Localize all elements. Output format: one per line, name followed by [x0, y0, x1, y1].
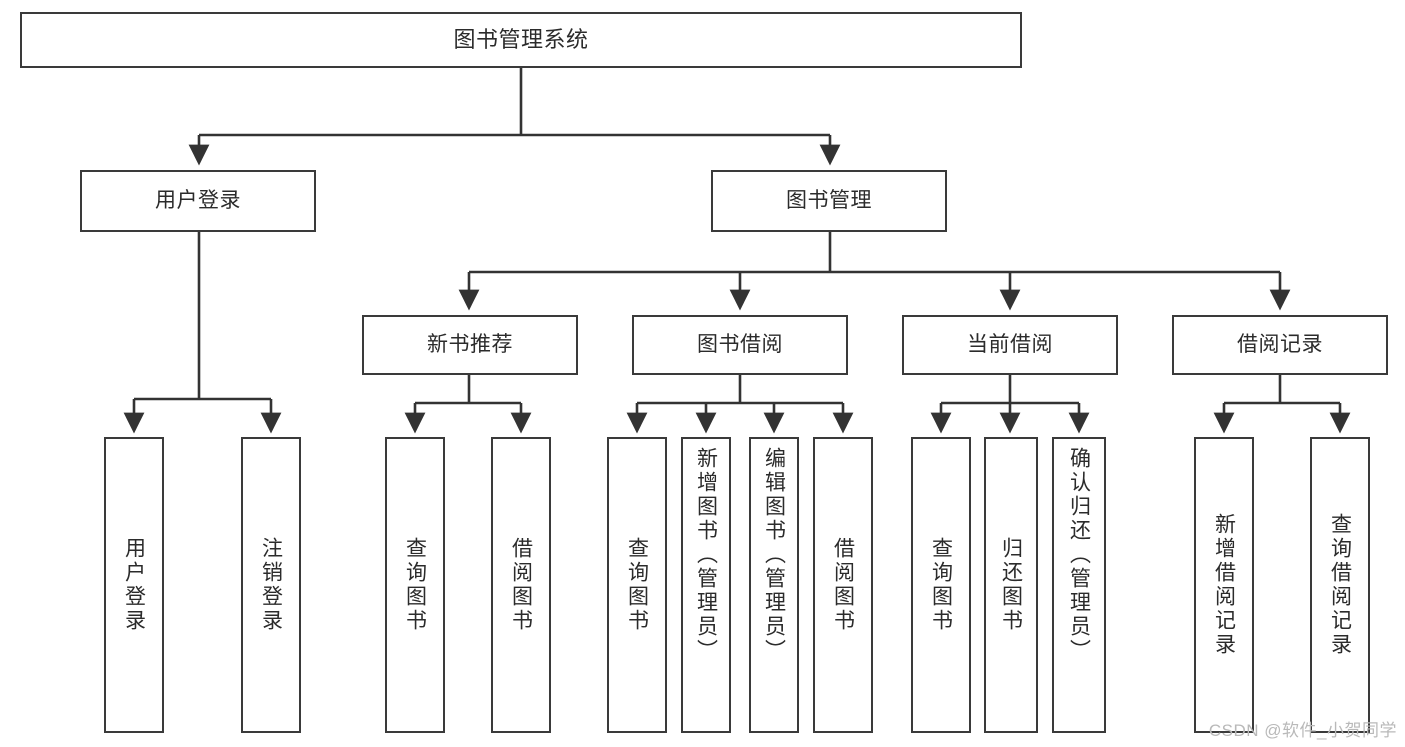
node-label: 用户登录: [155, 188, 241, 212]
leaf-borrow-record-query-record[interactable]: 查询借阅记录: [1310, 437, 1370, 733]
node-label: 查询借阅记录: [1328, 513, 1352, 657]
csdn-watermark: CSDN @软件_小贺同学: [1208, 721, 1397, 740]
node-label: 查询图书: [625, 537, 649, 633]
leaf-current-borrow-query-book[interactable]: 查询图书: [911, 437, 971, 733]
node-label: 图书管理: [786, 188, 872, 212]
node-label: 当前借阅: [967, 332, 1053, 356]
node-user-login[interactable]: 用户登录: [80, 170, 316, 232]
node-label: 新书推荐: [427, 332, 513, 356]
node-label: 确认归还（管理员）: [1067, 447, 1091, 663]
node-borrowing-records[interactable]: 借阅记录: [1172, 315, 1388, 375]
leaf-current-borrow-return-book[interactable]: 归还图书: [984, 437, 1038, 733]
node-book-borrowing[interactable]: 图书借阅: [632, 315, 848, 375]
leaf-book-borrow-add-book-admin[interactable]: 新增图书（管理员）: [681, 437, 731, 733]
node-label: 借阅图书: [509, 537, 533, 633]
leaf-current-borrow-confirm-return-admin[interactable]: 确认归还（管理员）: [1052, 437, 1106, 733]
node-label: 借阅图书: [831, 537, 855, 633]
node-label: 借阅记录: [1237, 332, 1323, 356]
leaf-book-borrow-query-book[interactable]: 查询图书: [607, 437, 667, 733]
node-current-borrowing[interactable]: 当前借阅: [902, 315, 1118, 375]
leaf-user-login-login[interactable]: 用户登录: [104, 437, 164, 733]
node-label: 图书借阅: [697, 332, 783, 356]
leaf-new-book-borrow-book[interactable]: 借阅图书: [491, 437, 551, 733]
node-label: 归还图书: [999, 537, 1023, 633]
node-label: 注销登录: [259, 537, 283, 633]
node-label: 图书管理系统: [453, 27, 589, 53]
node-label: 查询图书: [403, 537, 427, 633]
leaf-user-login-logout[interactable]: 注销登录: [241, 437, 301, 733]
leaf-borrow-record-add-record[interactable]: 新增借阅记录: [1194, 437, 1254, 733]
leaf-new-book-query-book[interactable]: 查询图书: [385, 437, 445, 733]
node-label: 用户登录: [122, 537, 146, 633]
node-label: 编辑图书（管理员）: [762, 447, 786, 663]
leaf-book-borrow-edit-book-admin[interactable]: 编辑图书（管理员）: [749, 437, 799, 733]
node-book-management[interactable]: 图书管理: [711, 170, 947, 232]
leaf-book-borrow-borrow-book[interactable]: 借阅图书: [813, 437, 873, 733]
node-new-book-recommendation[interactable]: 新书推荐: [362, 315, 578, 375]
node-label: 查询图书: [929, 537, 953, 633]
node-label: 新增图书（管理员）: [694, 447, 718, 663]
node-root-library-system[interactable]: 图书管理系统: [20, 12, 1022, 68]
node-label: 新增借阅记录: [1212, 513, 1236, 657]
